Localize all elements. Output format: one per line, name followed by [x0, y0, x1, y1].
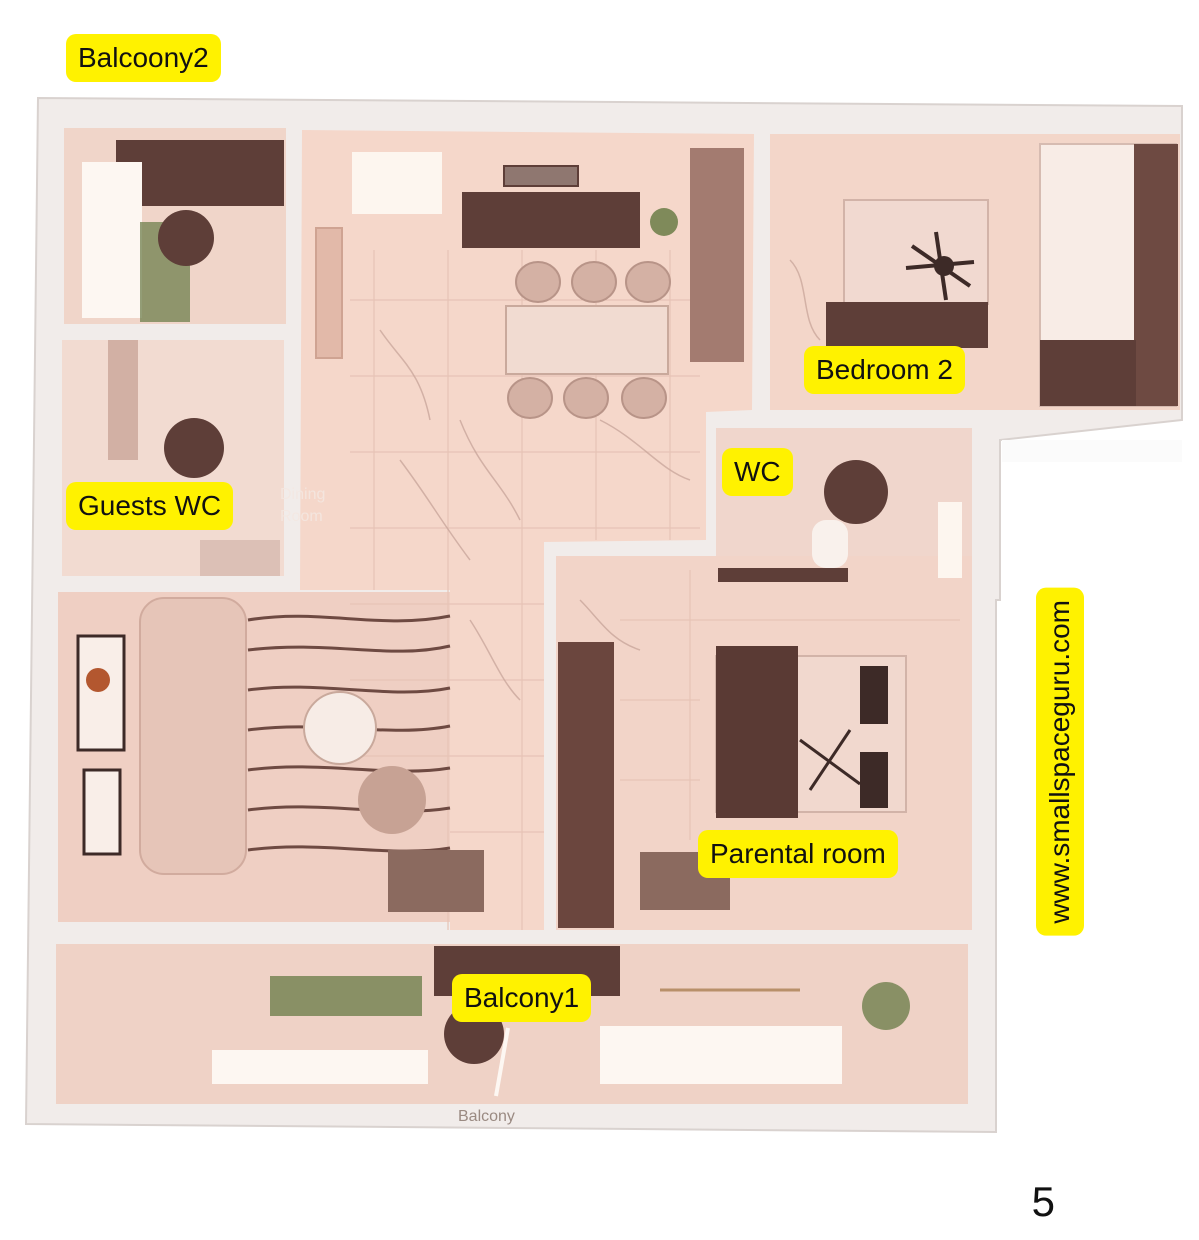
- label-parental-room: Parental room: [698, 830, 898, 878]
- bedroom2-bed: [843, 199, 989, 305]
- sofa: [139, 597, 247, 875]
- page-number: 5: [1031, 1178, 1055, 1225]
- marble-veins: [379, 259, 821, 701]
- balcony2-round-table: [158, 210, 214, 266]
- wc-fixture: [824, 460, 888, 524]
- balcony1-window-left: [212, 1050, 428, 1084]
- window-dining: [352, 152, 442, 214]
- label-wc: WC: [722, 448, 793, 496]
- balcony2-cabinet: [116, 140, 284, 206]
- artwork-2: [82, 768, 122, 856]
- balcony1-window-right: [600, 1026, 842, 1084]
- ceiling-fan-parental: [799, 729, 861, 791]
- artwork-1: [76, 634, 126, 752]
- coffee-table: [303, 691, 377, 765]
- floor-text-dining-line2: Room: [280, 508, 323, 525]
- floor-text-dining: Dining Room: [280, 484, 325, 528]
- guests-wc-fixture: [164, 418, 224, 478]
- dining-table: [505, 305, 669, 375]
- label-balcony2: Balcoony2: [66, 34, 221, 82]
- label-guests-wc: Guests WC: [66, 482, 234, 530]
- label-bedroom2: Bedroom 2: [804, 346, 965, 394]
- parental-bench: [716, 646, 798, 818]
- tall-cabinet: [690, 148, 744, 362]
- bedroom2-bench: [826, 302, 988, 348]
- parental-wardrobe: [558, 642, 614, 928]
- dining-chairs: [507, 261, 671, 419]
- armchair: [358, 766, 426, 834]
- label-balcony1: Balcony1: [452, 974, 592, 1022]
- floor-text-balcony: Balcony: [458, 1108, 515, 1125]
- label-website: www.smallspaceguru.com: [1036, 588, 1084, 936]
- floor-text-dining-line1: Dining: [280, 486, 326, 503]
- balcony1-planter: [270, 976, 422, 1016]
- sideboard: [462, 192, 640, 248]
